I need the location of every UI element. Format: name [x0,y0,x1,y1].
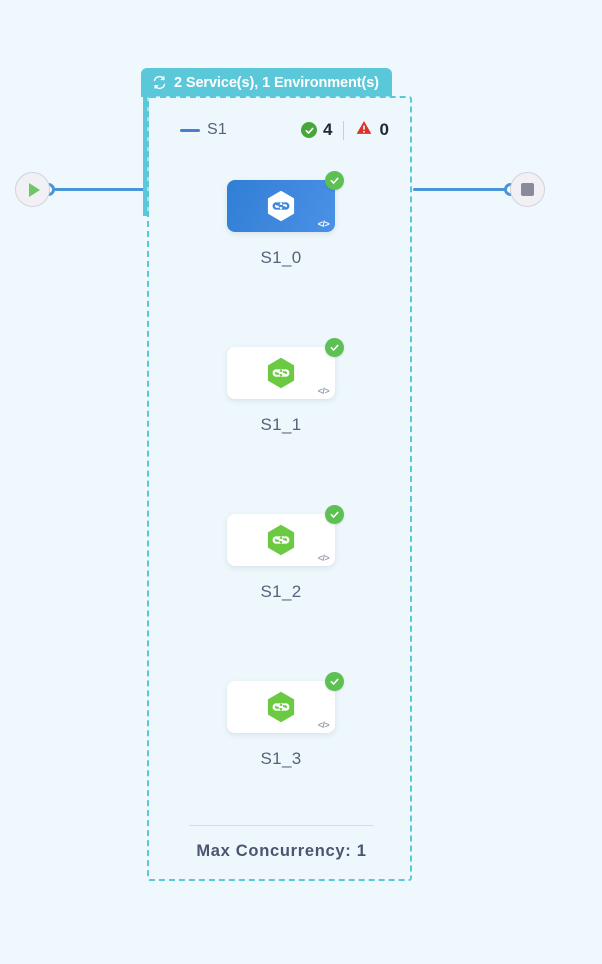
nodejs-hexagon-icon [266,357,296,389]
node-card[interactable]: </> [227,672,344,733]
stat-warning: 0 [355,119,389,141]
node-card[interactable]: </> [227,171,344,232]
minus-collapse-icon[interactable] [180,128,200,132]
node-item[interactable]: </> S1_3 [227,672,344,769]
group-tab-header[interactable]: 2 Service(s), 1 Environment(s) [141,68,392,97]
group-name-label: S1 [207,121,227,138]
sync-refresh-icon [152,75,167,90]
max-concurrency-label: Max Concurrency: 1 [196,842,367,860]
node-card[interactable]: </> [227,338,344,399]
code-tag-icon: </> [317,720,330,730]
group-title-row: S1 4 [149,116,414,144]
stat-success: 4 [301,120,332,140]
code-tag-icon: </> [317,386,330,396]
node-item[interactable]: </> S1_2 [227,505,344,602]
group-tab-label: 2 Service(s), 1 Environment(s) [174,74,379,91]
node-label: S1_3 [260,749,302,768]
group-stats: 4 0 [301,119,389,141]
nodejs-hexagon-icon [266,691,296,723]
footer-divider [189,825,374,826]
stop-square-icon [521,183,534,196]
edge-start-to-group [48,188,146,191]
node-label: S1_1 [260,415,302,434]
check-circle-icon [301,122,317,138]
group-footer: Max Concurrency: 1 [149,825,414,861]
node-item[interactable]: </> S1_0 [227,171,344,268]
nodejs-hexagon-icon [266,524,296,556]
warning-triangle-icon [355,119,373,141]
code-tag-icon: </> [317,219,330,229]
node-card[interactable]: </> [227,505,344,566]
stat-success-value: 4 [323,120,333,139]
node-status-check-icon [325,171,344,190]
end-node[interactable] [510,172,545,207]
stat-warning-value: 0 [379,120,389,139]
node-status-check-icon [325,505,344,524]
start-node[interactable] [15,172,50,207]
nodejs-hexagon-icon [266,190,296,222]
edge-group-to-end [413,188,515,191]
play-triangle-icon [29,182,40,197]
node-item[interactable]: </> S1_1 [227,338,344,435]
node-status-check-icon [325,338,344,357]
node-label: S1_0 [260,248,302,267]
group-left-spine [143,96,149,216]
stat-divider [343,120,345,140]
node-status-check-icon [325,672,344,691]
node-label: S1_2 [260,582,302,601]
code-tag-icon: </> [317,553,330,563]
service-group-container[interactable]: S1 4 [147,96,412,881]
